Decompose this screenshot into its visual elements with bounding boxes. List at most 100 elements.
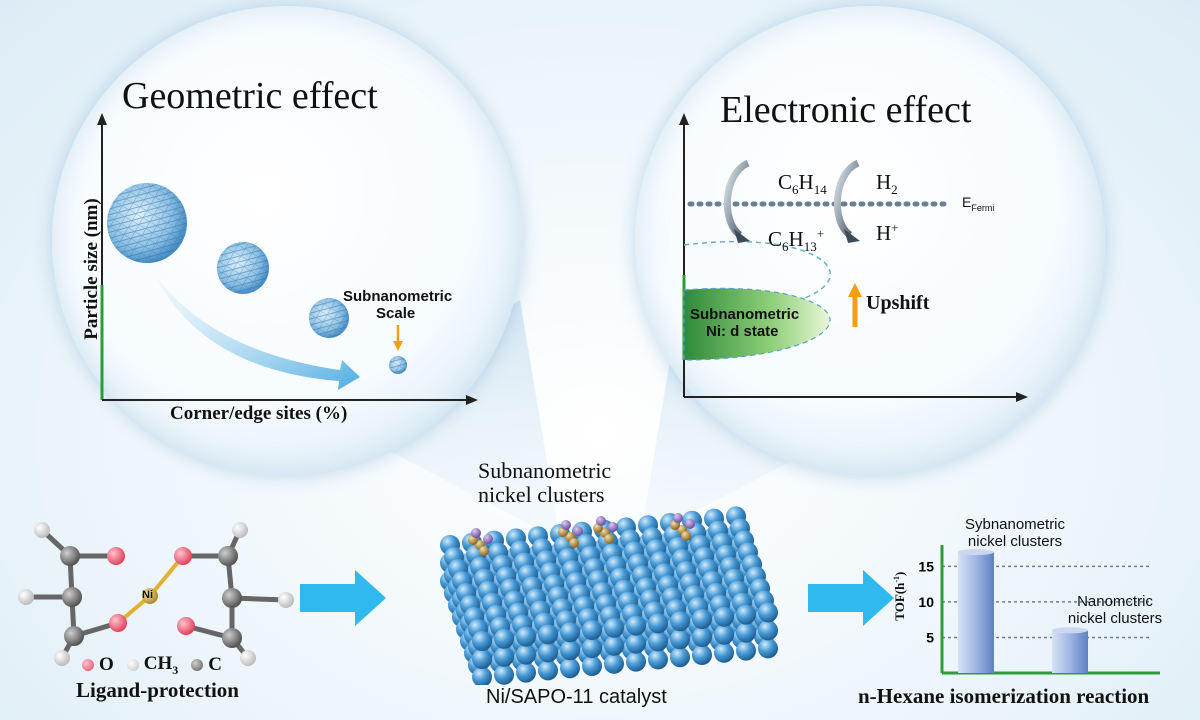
sphere-small: [309, 298, 349, 338]
nickel-cluster-atom: [573, 526, 583, 536]
lattice-sphere: [626, 651, 646, 672]
oxygen-swatch: [82, 659, 94, 672]
legend-c: C: [208, 654, 223, 676]
ele-y-arrow: [679, 113, 689, 125]
geo-x-arrow: [466, 395, 478, 405]
ni-atom-label: Ni: [142, 589, 153, 601]
curl-arrow-left: [724, 159, 750, 238]
sphere-medium: [217, 242, 269, 294]
nickel-cluster-atom: [479, 546, 489, 556]
nickel-cluster-atom: [471, 528, 481, 538]
lattice-sphere: [516, 626, 536, 647]
efermi-e: E: [962, 194, 972, 210]
c6h13-label: C6H13+: [768, 226, 824, 255]
lattice-sphere: [736, 622, 756, 643]
lattice-sphere: [494, 646, 514, 667]
carbon-swatch: [191, 659, 204, 672]
tof-tick-label: 15: [918, 558, 934, 574]
nickel-cluster-atom: [673, 513, 683, 523]
lattice-sphere: [538, 660, 558, 681]
lattice-sphere: [714, 624, 734, 645]
h2-label: H2: [876, 170, 898, 198]
lattice-sphere: [604, 617, 624, 638]
process-arrow-1: [300, 570, 386, 626]
lattice-sphere: [494, 628, 514, 649]
lattice-sphere: [692, 645, 712, 665]
hydrogen-swatch: [126, 659, 139, 672]
tof-bar-cap-1: [958, 549, 994, 556]
hplus-text: H+: [876, 220, 899, 245]
lattice-sphere: [758, 602, 778, 623]
lattice-sphere: [604, 635, 624, 656]
ligand-caption: Ligand-protection: [76, 678, 239, 702]
lattice-sphere: [626, 633, 646, 654]
lattice-sphere: [714, 606, 734, 627]
lattice-sphere: [648, 631, 668, 652]
bar1-label-2: nickel clusters: [967, 533, 1063, 550]
legend-ch3: CH3: [144, 653, 179, 678]
lattice-sphere: [472, 667, 492, 685]
nickel-cluster-atom: [604, 534, 614, 544]
lattice-sphere: [472, 649, 492, 669]
tof-y-label-end: ): [892, 571, 908, 576]
subnano-arrow-head: [393, 341, 403, 351]
lattice-sphere: [692, 627, 712, 647]
lattice-sphere: [538, 624, 558, 645]
nickel-cluster-atom: [569, 538, 579, 548]
tof-y-label-main: TOF(h: [892, 582, 908, 621]
lattice-sphere: [626, 615, 646, 636]
electronic-plot: [679, 113, 1028, 402]
dstate-label-1: Subnanometric: [690, 306, 800, 323]
subnano-scale-label-2: Scale: [376, 305, 416, 322]
nickel-cluster-atom: [561, 520, 571, 530]
lattice-sphere: [494, 664, 514, 685]
tof-chart-title: n-Hexane isomerization reaction: [858, 684, 1150, 708]
c6h14-label: C6H14: [778, 170, 827, 198]
process-arrow-2: [808, 570, 894, 626]
cluster-label-2: nickel clusters: [478, 482, 605, 507]
catalyst-lattice: [440, 506, 778, 685]
nickel-cluster-atom: [483, 534, 493, 544]
legend-ch3-text: CH: [143, 653, 173, 674]
lattice-sphere: [692, 609, 712, 629]
nickel-cluster-atom: [685, 519, 695, 529]
lattice-sphere: [670, 647, 690, 668]
lattice-sphere: [604, 653, 624, 674]
upshift-label: Upshift: [866, 292, 930, 314]
tof-y-label-sup: -1: [891, 575, 901, 583]
curl-arrow-right-head: [844, 229, 860, 243]
lattice-sphere: [736, 604, 756, 625]
ele-x-arrow: [1016, 392, 1028, 402]
efermi-label: EFermi: [962, 194, 994, 213]
curl-arrow-left-head: [734, 229, 750, 243]
geometric-plot: [97, 113, 478, 405]
legend-o: O: [99, 654, 114, 676]
cluster-label-1: Subnanometric: [478, 458, 612, 483]
ligand-molecule: [18, 522, 294, 666]
catalyst-caption: Ni/SAPO-11 catalyst: [486, 686, 667, 708]
lattice-sphere: [714, 642, 734, 663]
lattice-sphere: [560, 622, 580, 643]
left-wedge: [330, 300, 560, 540]
lattice-sphere: [516, 644, 536, 665]
nickel-cluster-atom: [681, 531, 691, 541]
lattice-sphere: [472, 631, 492, 651]
bar2-label-2: nickel clusters: [1067, 610, 1163, 627]
subnano-scale-label-1: Subnanometric: [343, 288, 453, 305]
c6h14-text: C6H14: [778, 170, 827, 198]
lattice-sphere: [582, 638, 602, 658]
efermi-sub: Fermi: [971, 202, 995, 213]
geo-y-arrow: [97, 113, 107, 125]
lattice-sphere: [670, 611, 690, 632]
lattice-sphere: [516, 662, 536, 683]
nickel-cluster-atom: [596, 516, 606, 526]
lattice-sphere: [670, 629, 690, 650]
tof-bar-1: [958, 552, 994, 673]
bar2-label-1: Nanomctric: [1077, 593, 1153, 610]
lattice-sphere: [560, 640, 580, 661]
geometric-title: Geometric effect: [122, 75, 378, 117]
nickel-cluster-atom: [608, 522, 618, 532]
lattice-sphere: [758, 620, 778, 641]
geo-y-label: Particle size (nm): [81, 198, 102, 340]
